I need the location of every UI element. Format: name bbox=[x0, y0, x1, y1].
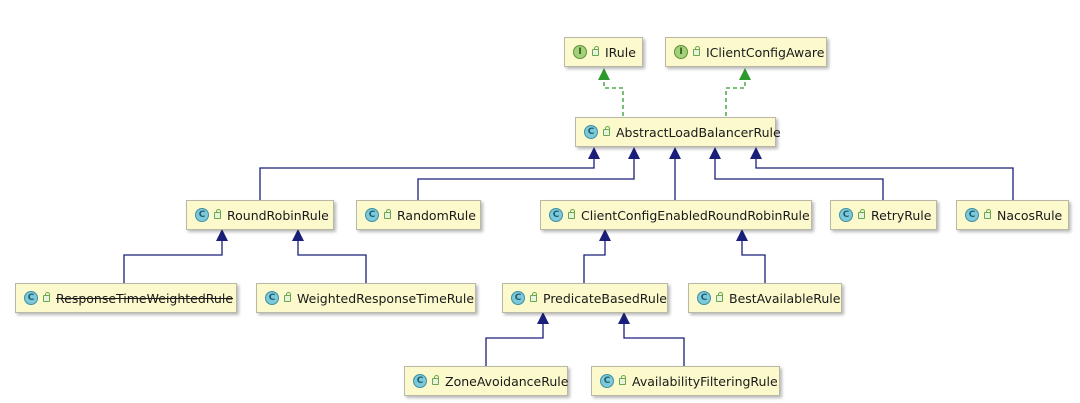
arrowhead bbox=[598, 68, 610, 80]
edge-zoneavoidance-to-predicatebased bbox=[485, 312, 549, 366]
class-icon: C bbox=[600, 374, 614, 388]
edge-random-to-abstract bbox=[417, 147, 640, 200]
class-box-clientconfigenabledroundrobinrule[interactable]: C ClientConfigEnabledRoundRobinRule bbox=[540, 200, 812, 230]
class-icon: C bbox=[365, 208, 379, 222]
class-name: RoundRobinRule bbox=[227, 207, 329, 223]
edge-nacos-to-abstract bbox=[750, 147, 1014, 200]
class-name: ZoneAvoidanceRule bbox=[445, 373, 569, 389]
class-name: NacosRule bbox=[997, 207, 1063, 223]
lock-icon bbox=[568, 208, 575, 219]
class-icon: C bbox=[265, 291, 279, 305]
lock-icon bbox=[984, 208, 991, 219]
edge-roundrobin-to-abstract bbox=[259, 147, 600, 200]
interface-icon: I bbox=[573, 45, 587, 59]
class-box-availabilityfilteringrule[interactable]: C AvailabilityFilteringRule bbox=[591, 366, 780, 396]
class-icon: C bbox=[965, 208, 979, 222]
class-box-abstractloadbalancerrule[interactable]: C AbstractLoadBalancerRule bbox=[575, 117, 781, 147]
class-box-predicatebasedrule[interactable]: C PredicateBasedRule bbox=[502, 283, 668, 313]
lock-icon bbox=[43, 291, 50, 302]
class-box-zoneavoidancerule[interactable]: C ZoneAvoidanceRule bbox=[404, 366, 568, 396]
class-name: AbstractLoadBalancerRule bbox=[616, 124, 781, 140]
class-icon: C bbox=[584, 125, 598, 139]
class-box-roundrobinrule[interactable]: C RoundRobinRule bbox=[186, 200, 334, 230]
lock-icon bbox=[384, 208, 391, 219]
class-icon: C bbox=[697, 291, 711, 305]
lock-icon bbox=[693, 45, 700, 56]
class-name: BestAvailableRule bbox=[729, 290, 841, 306]
lock-icon bbox=[592, 45, 599, 56]
edge-implements-iclientconfigaware bbox=[725, 68, 751, 116]
edge-bestavailable-to-clientconfig bbox=[736, 229, 766, 283]
lock-icon bbox=[716, 291, 723, 302]
class-box-nacosrule[interactable]: C NacosRule bbox=[956, 200, 1069, 230]
class-name: PredicateBasedRule bbox=[543, 290, 667, 306]
class-icon: C bbox=[549, 208, 563, 222]
arrowhead bbox=[739, 68, 751, 80]
class-name: IClientConfigAware bbox=[706, 44, 825, 60]
edge-implements-irule bbox=[598, 68, 624, 116]
class-name: ClientConfigEnabledRoundRobinRule bbox=[581, 207, 810, 223]
edge-availabilityfiltering-to-predicatebased bbox=[618, 312, 685, 366]
lock-icon bbox=[432, 374, 439, 385]
lock-icon bbox=[619, 374, 626, 385]
class-icon: C bbox=[511, 291, 525, 305]
class-box-randomrule[interactable]: C RandomRule bbox=[356, 200, 481, 230]
lock-icon bbox=[530, 291, 537, 302]
class-name: RetryRule bbox=[871, 207, 932, 223]
class-name: WeightedResponseTimeRule bbox=[297, 290, 475, 306]
lock-icon bbox=[858, 208, 865, 219]
class-name: AvailabilityFilteringRule bbox=[632, 373, 778, 389]
edge-weightedresponsetime-to-roundrobin bbox=[292, 229, 367, 283]
lock-icon bbox=[603, 125, 610, 136]
edge-retry-to-abstract bbox=[709, 147, 884, 200]
class-name: RandomRule bbox=[397, 207, 476, 223]
class-icon: C bbox=[195, 208, 209, 222]
class-box-responsetimeweightedrule[interactable]: C ResponseTimeWeightedRule bbox=[15, 283, 237, 313]
class-icon: C bbox=[413, 374, 427, 388]
class-icon: C bbox=[839, 208, 853, 222]
class-box-weightedresponsetimerule[interactable]: C WeightedResponseTimeRule bbox=[256, 283, 476, 313]
class-name-deprecated: ResponseTimeWeightedRule bbox=[56, 290, 234, 306]
lock-icon bbox=[214, 208, 221, 219]
class-box-retryrule[interactable]: C RetryRule bbox=[830, 200, 937, 230]
lock-icon bbox=[284, 291, 291, 302]
class-icon: C bbox=[24, 291, 38, 305]
interface-icon: I bbox=[674, 45, 688, 59]
class-box-bestavailablerule[interactable]: C BestAvailableRule bbox=[688, 283, 842, 313]
edge-clientconfig-to-abstract bbox=[669, 147, 681, 200]
class-name: IRule bbox=[605, 44, 636, 60]
class-box-iclientconfigaware[interactable]: I IClientConfigAware bbox=[665, 37, 827, 67]
edge-responsetimeweighted-to-roundrobin bbox=[123, 229, 228, 283]
class-box-irule[interactable]: I IRule bbox=[564, 37, 643, 67]
edge-predicatebased-to-clientconfig bbox=[583, 229, 611, 283]
